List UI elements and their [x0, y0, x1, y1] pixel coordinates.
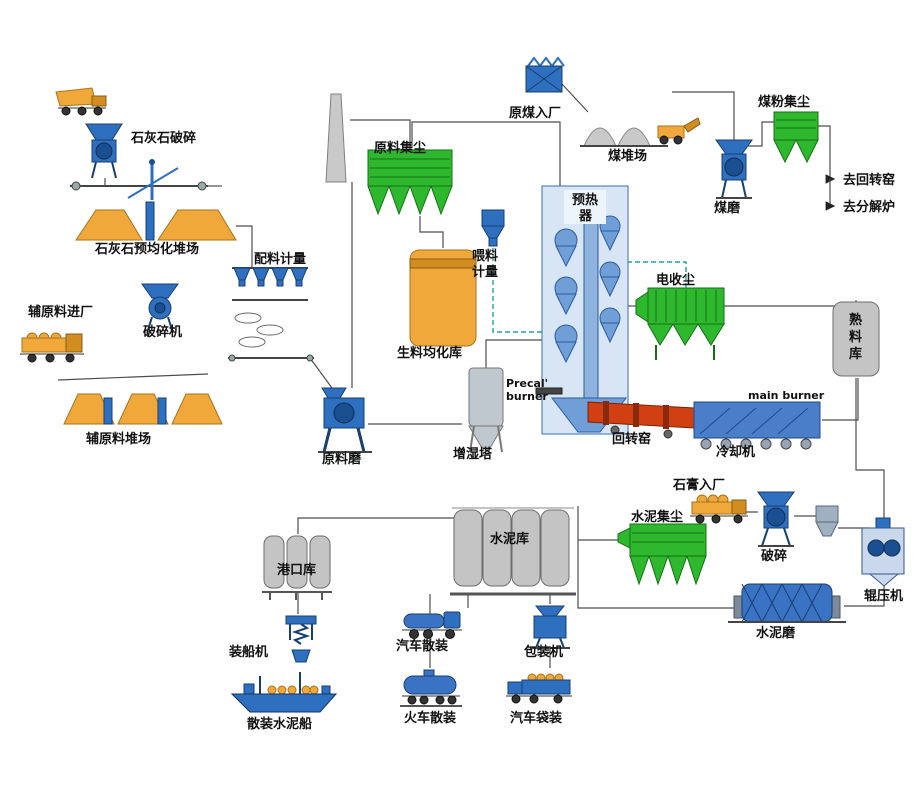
- label-cement-silo: 水泥库: [490, 531, 529, 547]
- aux-material-piles: [63, 393, 223, 425]
- cement-silo: [450, 507, 576, 596]
- bulk-truck: [402, 611, 462, 639]
- electrostatic-precipitator: [635, 287, 725, 360]
- labels: 石灰石破碎 石灰石预均化堆场 配料计量 辅原料进厂 破碎机 辅原料堆场 原料磨 …: [28, 94, 903, 732]
- label-preheater-2: 器: [578, 209, 593, 224]
- raw-coal-crusher: [525, 56, 565, 93]
- label-truck-bulk: 汽车散装: [396, 638, 448, 654]
- cement-mill: [728, 583, 846, 623]
- label-aux-material-intake: 辅原料进厂: [28, 304, 93, 320]
- label-roller-press: 辊压机: [864, 588, 903, 604]
- clinker-silo: [832, 301, 880, 377]
- batching-bins: [232, 267, 308, 301]
- bag-truck: [506, 673, 572, 704]
- humidifier-tower: [468, 367, 504, 453]
- label-batching-metering: 配料计量: [254, 251, 306, 267]
- label-feed-metering-1: 喂料: [472, 248, 498, 264]
- coal-dust-collector: [773, 111, 819, 164]
- label-raw-mill: 原料磨: [322, 451, 361, 467]
- label-precal-burner-2: burner: [506, 390, 548, 403]
- label-rotary-kiln: 回转窑: [612, 431, 651, 447]
- label-packing-machine: 包装机: [524, 644, 563, 660]
- cement-dust-collector: [617, 523, 707, 586]
- label-raw-coal-intake: 原煤入厂: [509, 105, 561, 121]
- raw-mill: [318, 387, 372, 453]
- label-coal-mill: 煤磨: [714, 200, 740, 216]
- label-limestone-preblending-yard: 石灰石预均化堆场: [94, 241, 199, 257]
- label-cooler: 冷却机: [716, 444, 755, 460]
- gypsum-truck: [690, 494, 748, 524]
- packing-machine: [530, 605, 570, 649]
- precalciner-burner-pipe: [535, 387, 563, 395]
- feed-hopper-small: [815, 505, 839, 537]
- label-precal-burner-1: Precal': [506, 377, 548, 390]
- chimney: [325, 93, 347, 183]
- label-gypsum-intake: 石膏入厂: [672, 477, 725, 493]
- aux-material-crusher: [141, 283, 179, 331]
- gypsum-crusher: [757, 491, 795, 547]
- raw-dust-collector: [367, 149, 453, 216]
- label-raw-meal-silo: 生料均化库: [397, 345, 462, 361]
- label-raw-dust-collector: 原料集尘: [374, 140, 426, 156]
- raw-meal-silo: [409, 249, 477, 347]
- label-ship-loader: 装船机: [228, 644, 268, 660]
- label-coal-yard: 煤堆场: [608, 148, 647, 164]
- label-preheater-1: 预热: [572, 192, 598, 208]
- label-cement-dust-collector: 水泥集尘: [631, 509, 683, 525]
- label-cement-mill: 水泥磨: [756, 625, 795, 641]
- feed-metering-hopper: [481, 209, 505, 247]
- label-clinker-silo-3: 库: [849, 346, 862, 362]
- ship-loader: [285, 615, 317, 663]
- limestone-preblending-piles: [75, 201, 237, 241]
- label-humidifier-tower: 增湿塔: [453, 446, 493, 462]
- port-silo: [262, 535, 332, 600]
- bulk-cement-ship: [230, 672, 338, 713]
- limestone-dump-truck: [55, 87, 107, 116]
- label-port-silo: 港口库: [277, 562, 316, 578]
- label-crusher: 破碎机: [143, 324, 182, 340]
- label-to-rotary-kiln: 去回转窑: [843, 172, 895, 188]
- coal-mill: [715, 139, 753, 199]
- label-aux-material-yard: 辅原料堆场: [86, 431, 151, 447]
- batching-rollers: [228, 312, 314, 362]
- rotary-kiln: [587, 401, 695, 439]
- label-main-burner: main burner: [748, 389, 825, 402]
- limestone-conveyor: [70, 181, 208, 191]
- label-gypsum-crushing: 破碎: [761, 548, 787, 564]
- limestone-crusher: [85, 123, 123, 179]
- label-esp: 电收尘: [656, 272, 695, 288]
- roller-press: [861, 517, 905, 587]
- rail-tank-car: [400, 669, 462, 707]
- coal-yard-loader: [657, 117, 701, 145]
- label-train-bulk: 火车散装: [404, 710, 456, 726]
- label-clinker-silo-1: 熟: [849, 312, 862, 328]
- clinker-cooler: [693, 401, 821, 450]
- label-feed-metering-2: 计量: [472, 264, 498, 280]
- limestone-stacker: [127, 159, 179, 200]
- label-clinker-silo-2: 料: [849, 329, 862, 345]
- label-coal-dust-collector: 煤粉集尘: [758, 94, 810, 110]
- label-to-calciner: 去分解炉: [843, 199, 895, 215]
- coal-yard-piles: [580, 127, 668, 147]
- label-truck-bagged: 汽车袋装: [510, 710, 562, 726]
- preheater-tower: [541, 185, 629, 435]
- label-bulk-cement-ship: 散装水泥船: [247, 716, 312, 732]
- aux-material-truck: [20, 332, 84, 363]
- label-limestone-crushing: 石灰石破碎: [130, 130, 196, 146]
